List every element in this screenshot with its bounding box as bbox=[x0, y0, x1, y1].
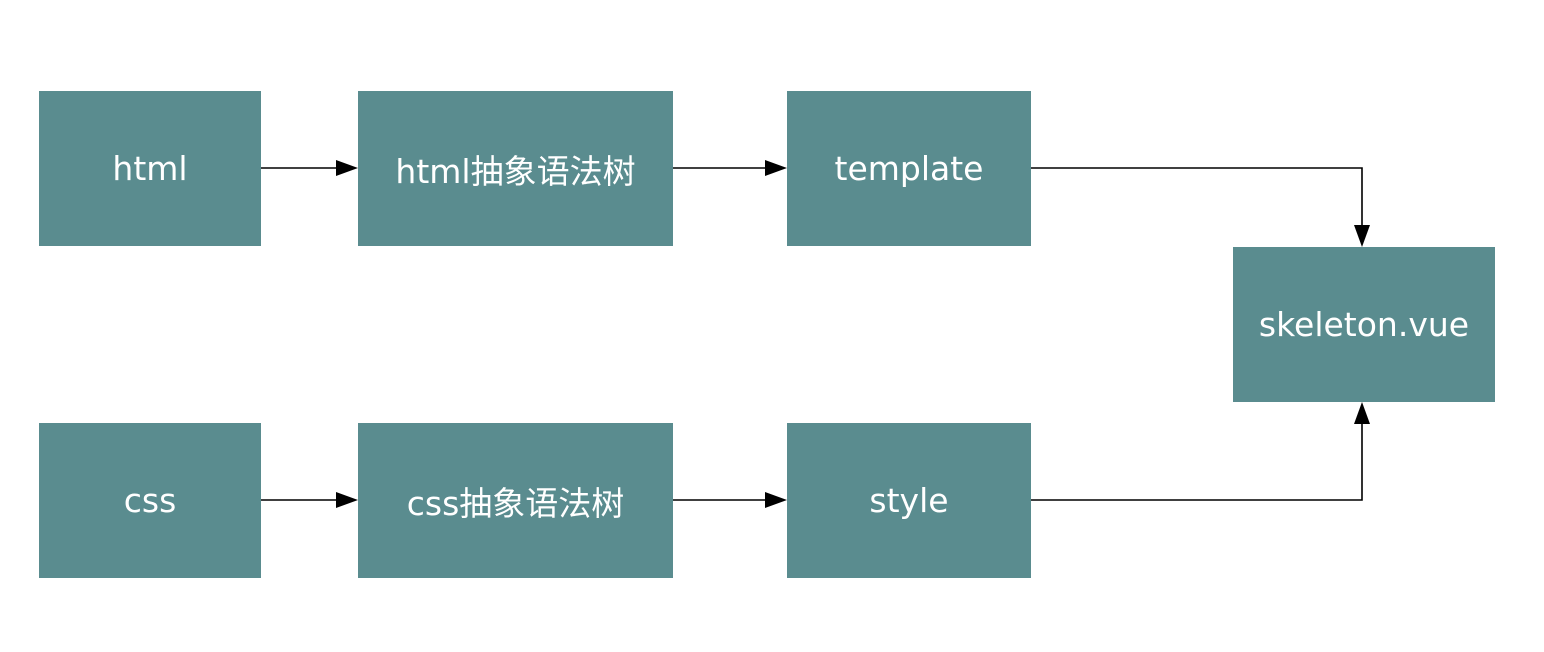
node-css-label: css bbox=[123, 481, 177, 520]
edge-style-to-skeleton bbox=[1031, 402, 1370, 501]
edge-html-ast-to-template bbox=[673, 160, 787, 176]
edge-css-ast-to-style bbox=[673, 492, 787, 508]
node-skeleton-vue-label: skeleton.vue bbox=[1258, 305, 1470, 344]
node-html: html bbox=[39, 91, 261, 246]
node-css-ast: css抽象语法树 bbox=[358, 423, 673, 578]
edge-template-to-skeleton bbox=[1031, 167, 1370, 247]
node-html-label: html bbox=[112, 149, 188, 188]
node-template-label: template bbox=[834, 149, 984, 188]
node-style-label: style bbox=[869, 481, 949, 520]
node-style: style bbox=[787, 423, 1031, 578]
node-css: css bbox=[39, 423, 261, 578]
node-skeleton-vue: skeleton.vue bbox=[1233, 247, 1495, 402]
node-html-ast: html抽象语法树 bbox=[358, 91, 673, 246]
node-css-ast-label: css抽象语法树 bbox=[406, 483, 625, 523]
node-template: template bbox=[787, 91, 1031, 246]
edge-html-to-html-ast bbox=[261, 160, 358, 176]
node-html-ast-label: html抽象语法树 bbox=[395, 151, 636, 191]
edge-css-to-css-ast bbox=[261, 492, 358, 508]
